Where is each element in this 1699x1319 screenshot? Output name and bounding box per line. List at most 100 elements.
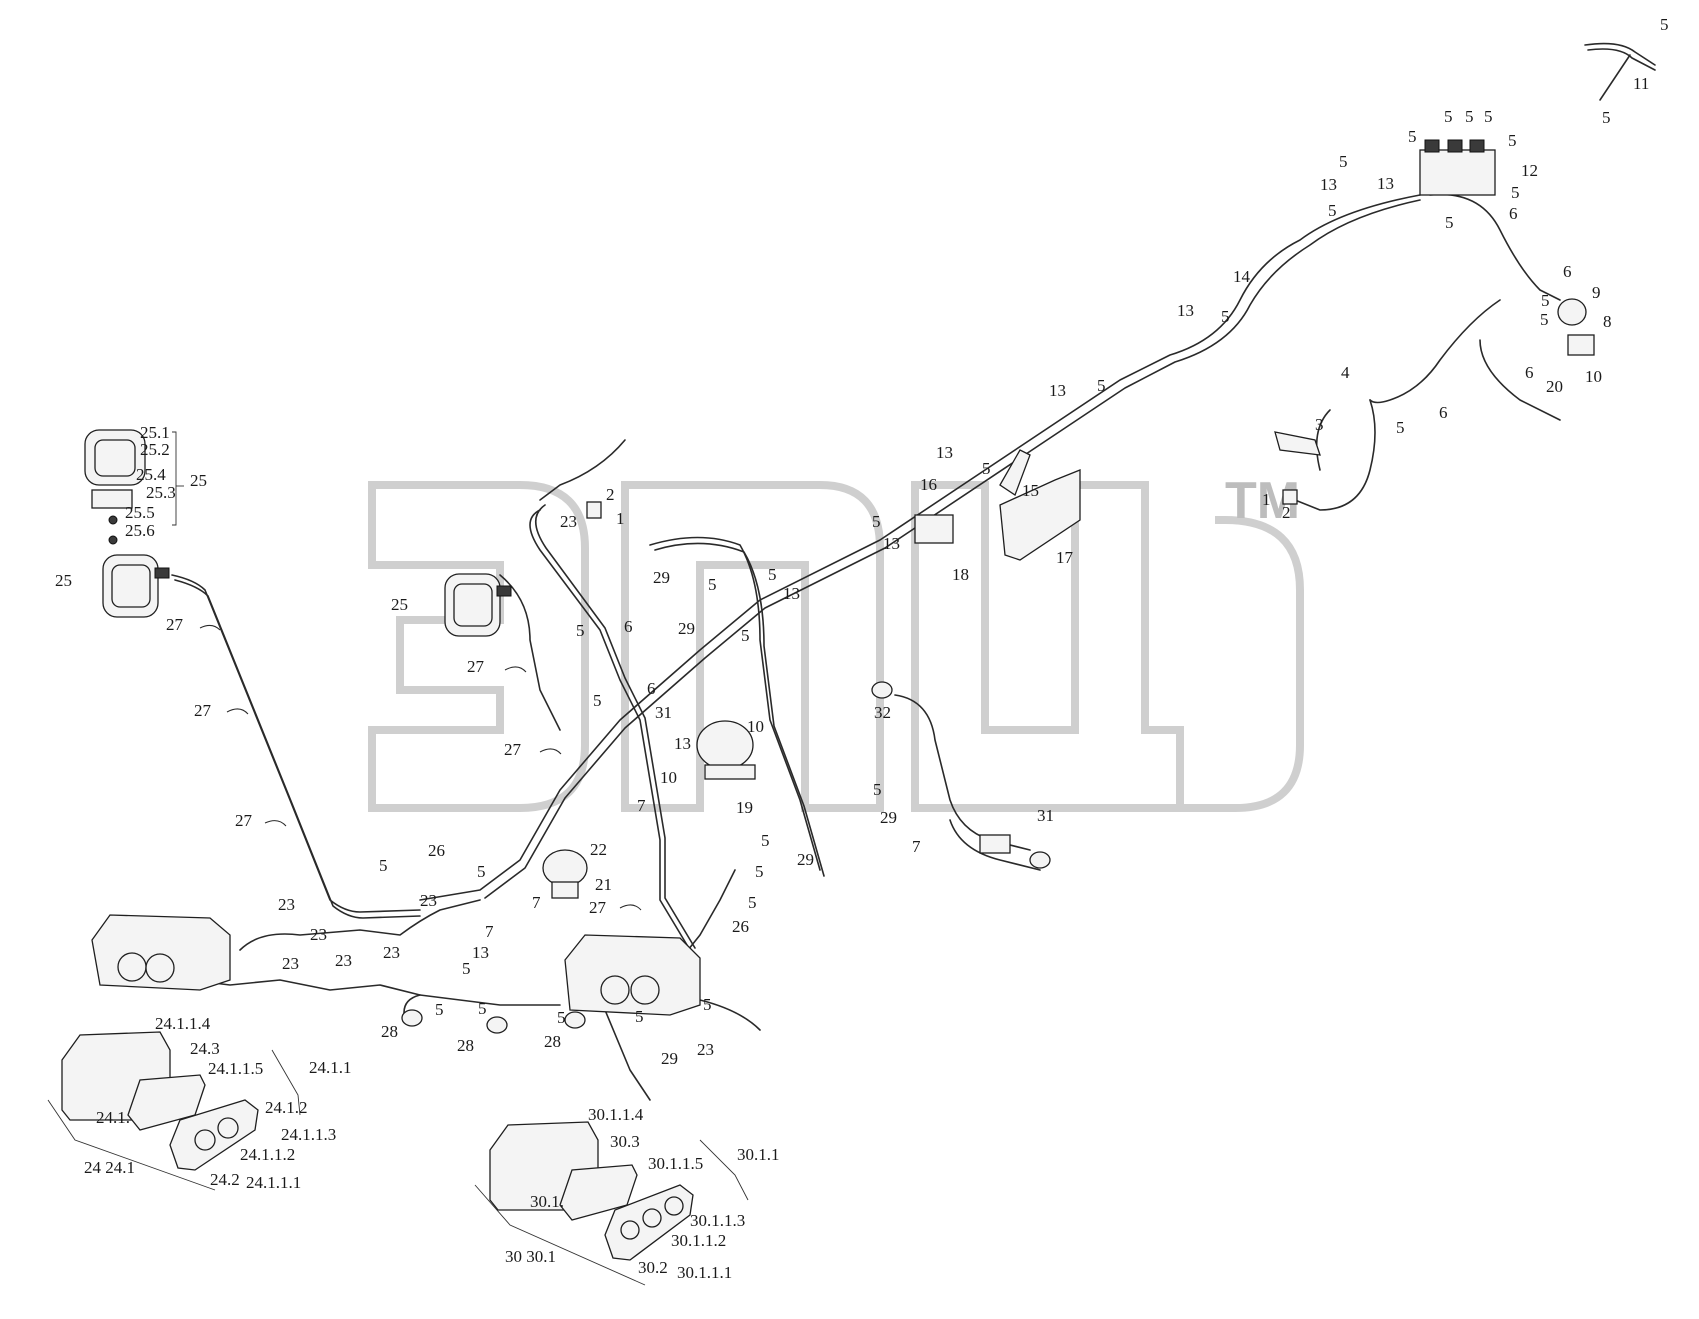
relay-8 <box>1567 334 1595 356</box>
exploded-lamp-30-gasket <box>559 1164 638 1221</box>
callout-label: 1 <box>1262 490 1271 509</box>
callout-label: 6 <box>624 617 633 636</box>
callout-label: 5 <box>557 1008 566 1027</box>
callout-label: 6 <box>1439 403 1448 422</box>
callout-label: 2 <box>1282 503 1291 522</box>
cable-tie-27 <box>199 624 221 631</box>
callout-label: 30.3 <box>610 1132 640 1151</box>
callout-label: 24.1.1.5 <box>208 1059 263 1078</box>
lamp-bracket <box>91 489 133 509</box>
callout-label: 24.3 <box>190 1039 220 1058</box>
callout-label: 7 <box>912 837 921 856</box>
callout-label: 27 <box>504 740 522 759</box>
callout-label: 23 <box>282 954 299 973</box>
callout-label: 5 <box>748 893 757 912</box>
callout-label: 5 <box>703 995 712 1014</box>
callout-label: 4 <box>1341 363 1350 382</box>
callout-label: 7 <box>485 922 494 941</box>
callout-label: 26 <box>732 917 749 936</box>
callout-label: 6 <box>1525 363 1534 382</box>
callout-label: 2 <box>606 485 615 504</box>
callout-label: 11 <box>1633 74 1649 93</box>
callout-label: 13 <box>783 584 800 603</box>
callout-label: 5 <box>379 856 388 875</box>
callout-label: 5 <box>593 691 602 710</box>
callout-label: 24.1.1.1 <box>246 1173 301 1192</box>
callout-label: 23 <box>420 891 437 910</box>
callout-label: 27 <box>166 615 184 634</box>
callout-label: 23 <box>310 925 327 944</box>
callout-label: 13 <box>1177 301 1194 320</box>
callout-label: 18 <box>952 565 969 584</box>
callout-label: 16 <box>920 475 937 494</box>
callout-label: 10 <box>1585 367 1602 386</box>
callout-label: 5 <box>576 621 585 640</box>
callout-label: 13 <box>883 534 900 553</box>
wiring-harness <box>171 42 1656 1101</box>
callout-label: 32 <box>874 703 891 722</box>
callout-label: 15 <box>1022 481 1039 500</box>
callout-label: 5 <box>1328 201 1337 220</box>
callout-label: 20 <box>1546 377 1563 396</box>
clamp-28 <box>401 1009 423 1027</box>
callout-label: 28 <box>544 1032 561 1051</box>
callout-label: 30.1.1.2 <box>671 1231 726 1250</box>
callout-label: 24.1.1.3 <box>281 1125 336 1144</box>
callout-label: 5 <box>1540 310 1549 329</box>
callout-label: 5 <box>1660 15 1669 34</box>
callout-label: 25.6 <box>125 521 155 540</box>
callout-label: 27 <box>467 657 485 676</box>
callout-label: 27 <box>235 811 253 830</box>
callout-label: 28 <box>457 1036 474 1055</box>
callout-label: 6 <box>647 679 656 698</box>
bracket-17 <box>999 469 1081 561</box>
watermark-letter-p <box>621 481 884 812</box>
callout-label: 5 <box>741 626 750 645</box>
callout-label: 31 <box>655 703 672 722</box>
callout-label: 14 <box>1233 267 1251 286</box>
callout-label: 30.1.1 <box>737 1145 780 1164</box>
callout-label: 24.1.1 <box>309 1058 352 1077</box>
components <box>61 139 1595 1261</box>
callout-label: 13 <box>674 734 691 753</box>
connector-32 <box>871 681 893 699</box>
callout-label: 5 <box>708 575 717 594</box>
callout-label: 5 <box>1339 152 1348 171</box>
callout-label: 24.1.2 <box>265 1098 308 1117</box>
callout-label: 13 <box>472 943 489 962</box>
callout-label: 30.1.1.4 <box>588 1105 644 1124</box>
callout-label: 21 <box>595 875 612 894</box>
callout-label: 23 <box>278 895 295 914</box>
callout-label: 5 <box>478 999 487 1018</box>
callout-label: 29 <box>678 619 695 638</box>
callout-label: 22 <box>590 840 607 859</box>
callout-label: 7 <box>532 893 541 912</box>
callout-label: 8 <box>1603 312 1612 331</box>
callout-label: 5 <box>872 512 881 531</box>
connector-31 <box>979 834 1011 854</box>
callout-label: 26 <box>428 841 445 860</box>
callout-label: 13 <box>936 443 953 462</box>
callout-label: 5 <box>1511 183 1520 202</box>
callout-label: 24.1.1.2 <box>240 1145 295 1164</box>
callout-label: 5 <box>1097 376 1106 395</box>
callout-label: 5 <box>635 1007 644 1026</box>
callout-label: 25.1 <box>140 423 170 442</box>
callout-label: 28 <box>381 1022 398 1041</box>
watermark-logo: TM <box>368 472 1304 812</box>
callout-label: 13 <box>1049 381 1066 400</box>
callout-label: 5 <box>462 959 471 978</box>
callout-label: 23 <box>383 943 400 962</box>
callout-label: 27 <box>589 898 607 917</box>
bracket-15 <box>999 449 1031 496</box>
callout-label: 25.5 <box>125 503 155 522</box>
callout-label: 30.1. <box>530 1192 564 1211</box>
buzzer-9 <box>1557 298 1587 326</box>
callout-label: 5 <box>1508 131 1517 150</box>
callout-label: 5 <box>755 862 764 881</box>
callout-label: 25.2 <box>140 440 170 459</box>
callout-label: 29 <box>661 1049 678 1068</box>
callout-label: 24 24.1 <box>84 1158 135 1177</box>
callout-label: 5 <box>982 459 991 478</box>
callout-label: 30.1.1.1 <box>677 1263 732 1282</box>
